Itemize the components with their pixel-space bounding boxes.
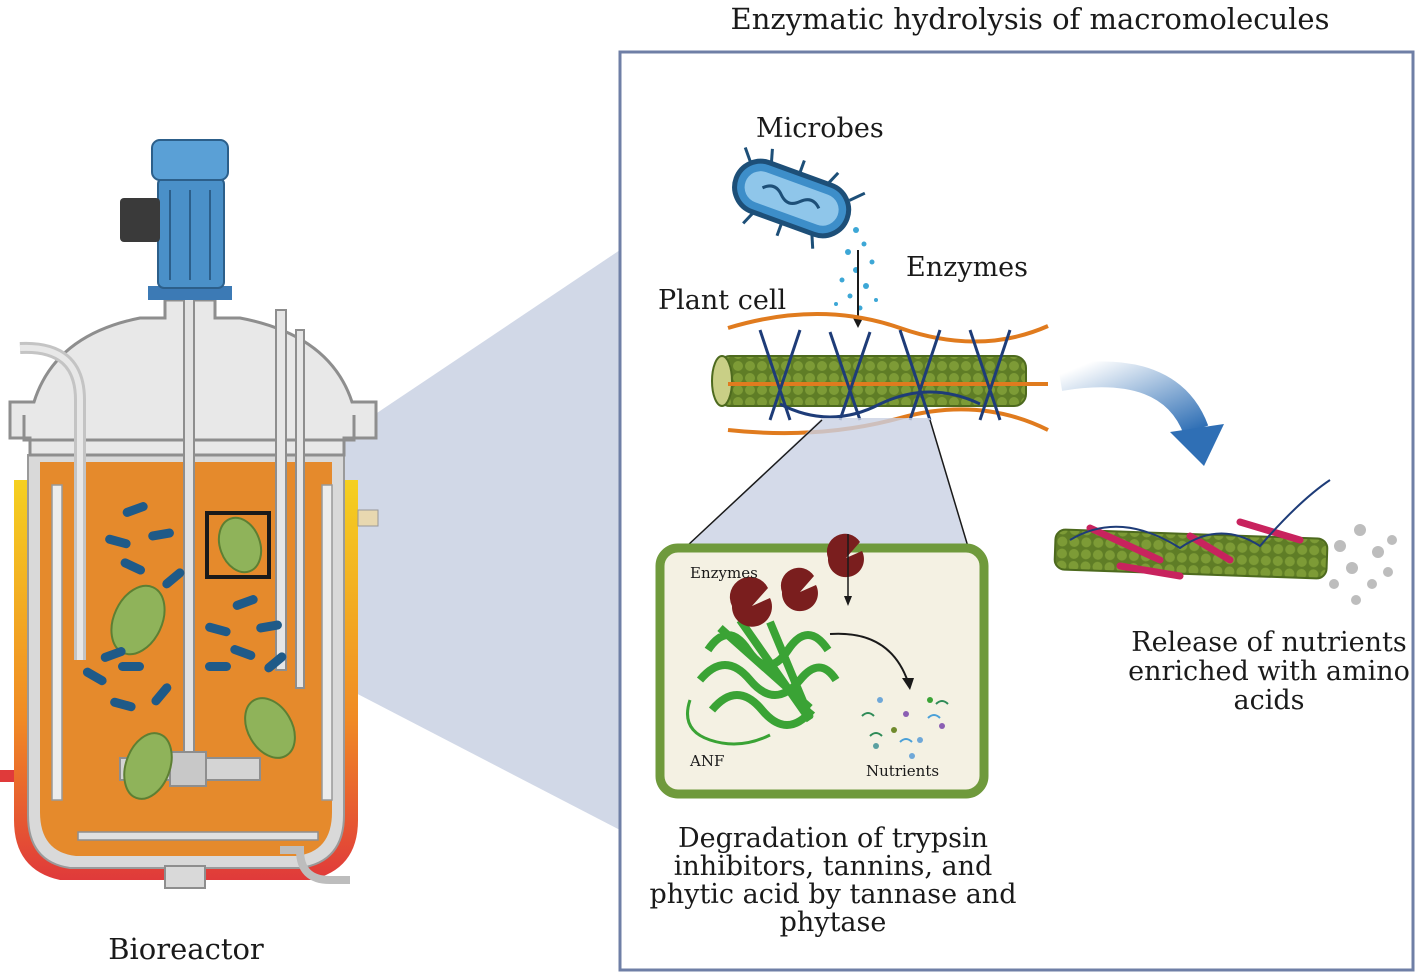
leaf: [217, 516, 263, 574]
bioreactor-label: Bioreactor: [108, 932, 264, 966]
inset-nutrients-label: Nutrients: [866, 762, 940, 780]
leaf: [244, 697, 296, 759]
zoom-wedge: [292, 250, 620, 830]
anf-label: ANF: [690, 752, 725, 770]
leaf: [123, 732, 173, 800]
protein-anf: [696, 617, 840, 729]
bottom-outlet: [164, 865, 206, 889]
enzyme-pacman: [729, 576, 772, 627]
bioreactor: [0, 139, 379, 889]
inset-zoom-wedge: [672, 418, 972, 560]
agitator-shaft: [183, 289, 195, 771]
enzyme-pacman: [780, 567, 818, 612]
release-arrow: [1057, 361, 1209, 436]
sparger: [77, 831, 319, 841]
bacteria-group: [82, 502, 287, 712]
inset-enzymes-label: Enzymes: [690, 564, 758, 582]
microbe-cell: [732, 147, 866, 249]
motor-base: [148, 286, 232, 300]
zoom-box: [205, 511, 271, 579]
degradation-caption: Degradation of trypsin inhibitors, tanni…: [649, 823, 1017, 938]
degraded-fiber: [1053, 479, 1397, 605]
inset-panel: [655, 533, 989, 799]
figure-title: Enzymatic hydrolysis of macromolecules: [730, 2, 1330, 36]
enzymes-label: Enzymes: [906, 252, 1029, 283]
plant-fiber: [711, 312, 1049, 436]
probe: [275, 309, 287, 671]
microbes-label: Microbes: [756, 113, 884, 144]
release-caption: Release of nutrients enriched with amino…: [1128, 627, 1410, 716]
enzyme-pacman: [826, 533, 864, 578]
plant-cell-label: Plant cell: [658, 285, 787, 316]
